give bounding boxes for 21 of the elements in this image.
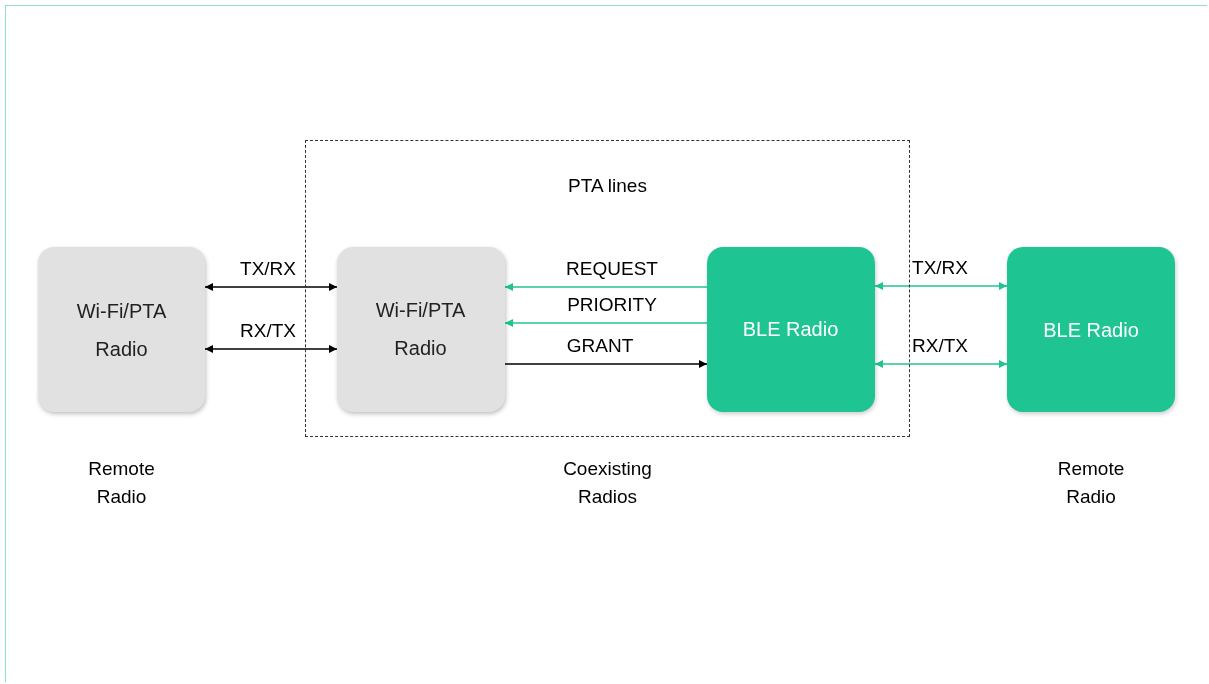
arrow — [204, 345, 338, 353]
radio-box — [1007, 247, 1175, 412]
group-heading: PTA lines — [567, 175, 648, 197]
arrow — [504, 319, 708, 327]
arrow — [874, 282, 1008, 290]
dashed-group-box — [305, 140, 910, 437]
arrow — [204, 283, 338, 291]
radio-label: Wi-Fi/PTA Radio — [75, 298, 168, 362]
arrow — [504, 283, 708, 291]
arrow — [874, 360, 1008, 368]
radio-label: BLE Radio — [742, 317, 839, 342]
node-label: Remote Radio — [1056, 457, 1126, 509]
arrow — [504, 360, 708, 368]
radio-box — [336, 246, 505, 412]
edge-label: REQUEST — [564, 259, 660, 280]
radio-label: Wi-Fi/PTA Radio — [374, 298, 467, 361]
radio-box — [706, 246, 875, 412]
radio-box — [38, 247, 205, 412]
node-label: Coexisting Radios — [562, 457, 653, 509]
radio-label: BLE Radio — [1043, 317, 1139, 343]
node-label: Remote Radio — [87, 457, 156, 509]
